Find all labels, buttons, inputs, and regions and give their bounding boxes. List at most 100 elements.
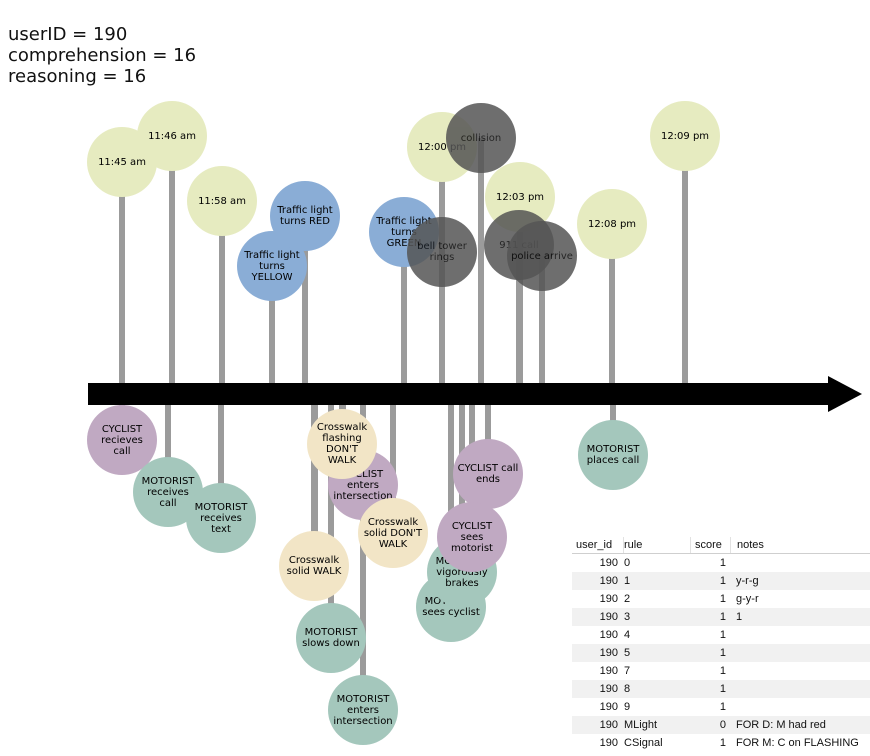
stem-extra-8 xyxy=(478,175,484,383)
stem-t-1209 xyxy=(682,136,688,383)
col-user-id[interactable]: user_id xyxy=(572,537,624,553)
cell-score: 1 xyxy=(719,737,726,749)
cell-rule: 4 xyxy=(624,629,631,641)
cell-user-id: 190 xyxy=(599,611,618,623)
bubble-label: 11:45 am xyxy=(98,156,146,168)
bubble-label: CYCLIST enters intersection xyxy=(333,468,393,502)
bubble-label: 12:00 pm xyxy=(417,141,467,153)
cell-rule: CSignal xyxy=(624,737,663,749)
cell-user-id: 190 xyxy=(599,683,618,695)
cell-notes xyxy=(730,680,870,698)
bubble-label: Crosswalk flashing DON'T WALK xyxy=(316,422,368,466)
stem-t-1158 xyxy=(219,201,225,383)
stem-t-1208 xyxy=(609,224,615,383)
col-score[interactable]: score xyxy=(691,537,731,553)
col-notes[interactable]: notes xyxy=(737,539,764,551)
cell-notes: FOR D: M had red xyxy=(736,719,826,731)
bubble-label: Traffic light turns YELLOW xyxy=(244,249,300,283)
cell-notes: y-r-g xyxy=(736,575,759,587)
bubble-label: Traffic light turns GREEN xyxy=(376,215,432,249)
bubble-ev-collision: collision xyxy=(446,103,516,173)
bubble-label: police arrive xyxy=(511,250,573,262)
cell-user-id: 190 xyxy=(599,557,618,569)
stem-sig-red xyxy=(302,216,308,383)
bubble-cw-solid-walk: Crosswalk solid WALK xyxy=(279,531,349,601)
bubble-t-1158: 11:58 am xyxy=(187,166,257,236)
bubble-mo-receives-text: MOTORIST receives text xyxy=(186,483,256,553)
cell-notes: g-y-r xyxy=(736,593,759,605)
cell-notes xyxy=(730,698,870,716)
cell-rule: 1 xyxy=(624,575,631,587)
col-rule[interactable]: rule xyxy=(624,537,691,553)
bubble-cw-flashing: Crosswalk flashing DON'T WALK xyxy=(307,409,377,479)
bubble-label: 12:08 pm xyxy=(587,218,637,230)
bubble-label: Crosswalk solid WALK xyxy=(286,555,342,577)
cell-score: 0 xyxy=(719,719,726,731)
cell-notes xyxy=(730,626,870,644)
bubble-t-1208: 12:08 pm xyxy=(577,189,647,259)
bubble-ev-bell: bell tower rings xyxy=(407,217,477,287)
bubble-cw-solid-dont: Crosswalk solid DON'T WALK xyxy=(358,498,428,568)
stem-extra-9 xyxy=(516,280,522,383)
cell-rule: 7 xyxy=(624,665,631,677)
cell-score: 1 xyxy=(719,683,726,695)
bubble-label: Traffic light turns RED xyxy=(277,205,333,227)
bubble-label: MOTORIST slows down xyxy=(302,627,360,649)
stem-extra-10 xyxy=(539,290,545,383)
cell-user-id: 190 xyxy=(599,629,618,641)
stem-t-1145 xyxy=(119,162,125,383)
bubble-label: MOTORIST receives text xyxy=(194,501,248,535)
cell-user-id: 190 xyxy=(599,647,618,659)
cell-rule: 9 xyxy=(624,701,631,713)
bubble-label: CYCLIST recieves call xyxy=(101,423,143,457)
table-row[interactable]: 190 0 1 xyxy=(572,554,870,572)
stem-extra-3 xyxy=(390,405,396,500)
bubble-label: CYCLIST sees motorist xyxy=(451,520,493,554)
bubble-label: Crosswalk solid DON'T WALK xyxy=(363,516,423,550)
bubble-mo-places-call: MOTORIST places call xyxy=(578,420,648,490)
cell-user-id: 190 xyxy=(599,593,618,605)
cell-rule: 3 xyxy=(624,611,631,623)
stem-mo-receives-call xyxy=(165,405,171,492)
table-header: user_id rule score notes xyxy=(572,537,870,554)
stem-sig-yellow xyxy=(269,266,275,383)
cell-user-id: 190 xyxy=(599,575,618,587)
bubble-label: 12:03 pm xyxy=(495,191,545,203)
cell-score: 1 xyxy=(719,647,726,659)
cell-notes xyxy=(730,554,870,572)
cell-score: 1 xyxy=(719,557,726,569)
cell-user-id: 190 xyxy=(599,665,618,677)
bubble-cy-call-ends: CYCLIST call ends xyxy=(453,439,523,509)
bubble-label: MOTORIST enters intersection xyxy=(333,693,393,727)
cell-notes: FOR M: C on FLASHING xyxy=(736,737,859,749)
stem-extra-0 xyxy=(312,405,318,600)
cell-rule: 2 xyxy=(624,593,631,605)
stem-mo-receives-text xyxy=(218,405,224,518)
cell-score: 1 xyxy=(719,575,726,587)
bubble-label: bell tower rings xyxy=(417,241,467,263)
bubble-label: CYCLIST call ends xyxy=(457,463,519,485)
cell-score: 1 xyxy=(719,665,726,677)
bubble-label: collision xyxy=(460,132,502,144)
table-row[interactable]: 190 7 1 xyxy=(572,662,870,680)
cell-rule: 0 xyxy=(624,557,631,569)
timeline-axis xyxy=(88,383,834,405)
bubble-label: 11:46 am xyxy=(148,130,196,142)
bubble-label: MOTORIST receives call xyxy=(141,475,195,509)
timeline-arrow-head xyxy=(828,376,862,412)
stem-extra-4 xyxy=(448,405,454,580)
bubble-cy-sees-motorist: CYCLIST sees motorist xyxy=(437,502,507,572)
table-row[interactable]: 190 1 1 y-r-g xyxy=(572,572,870,590)
stem-t-1146 xyxy=(169,136,175,383)
stem-extra-7 xyxy=(439,290,445,383)
cell-notes xyxy=(730,662,870,680)
